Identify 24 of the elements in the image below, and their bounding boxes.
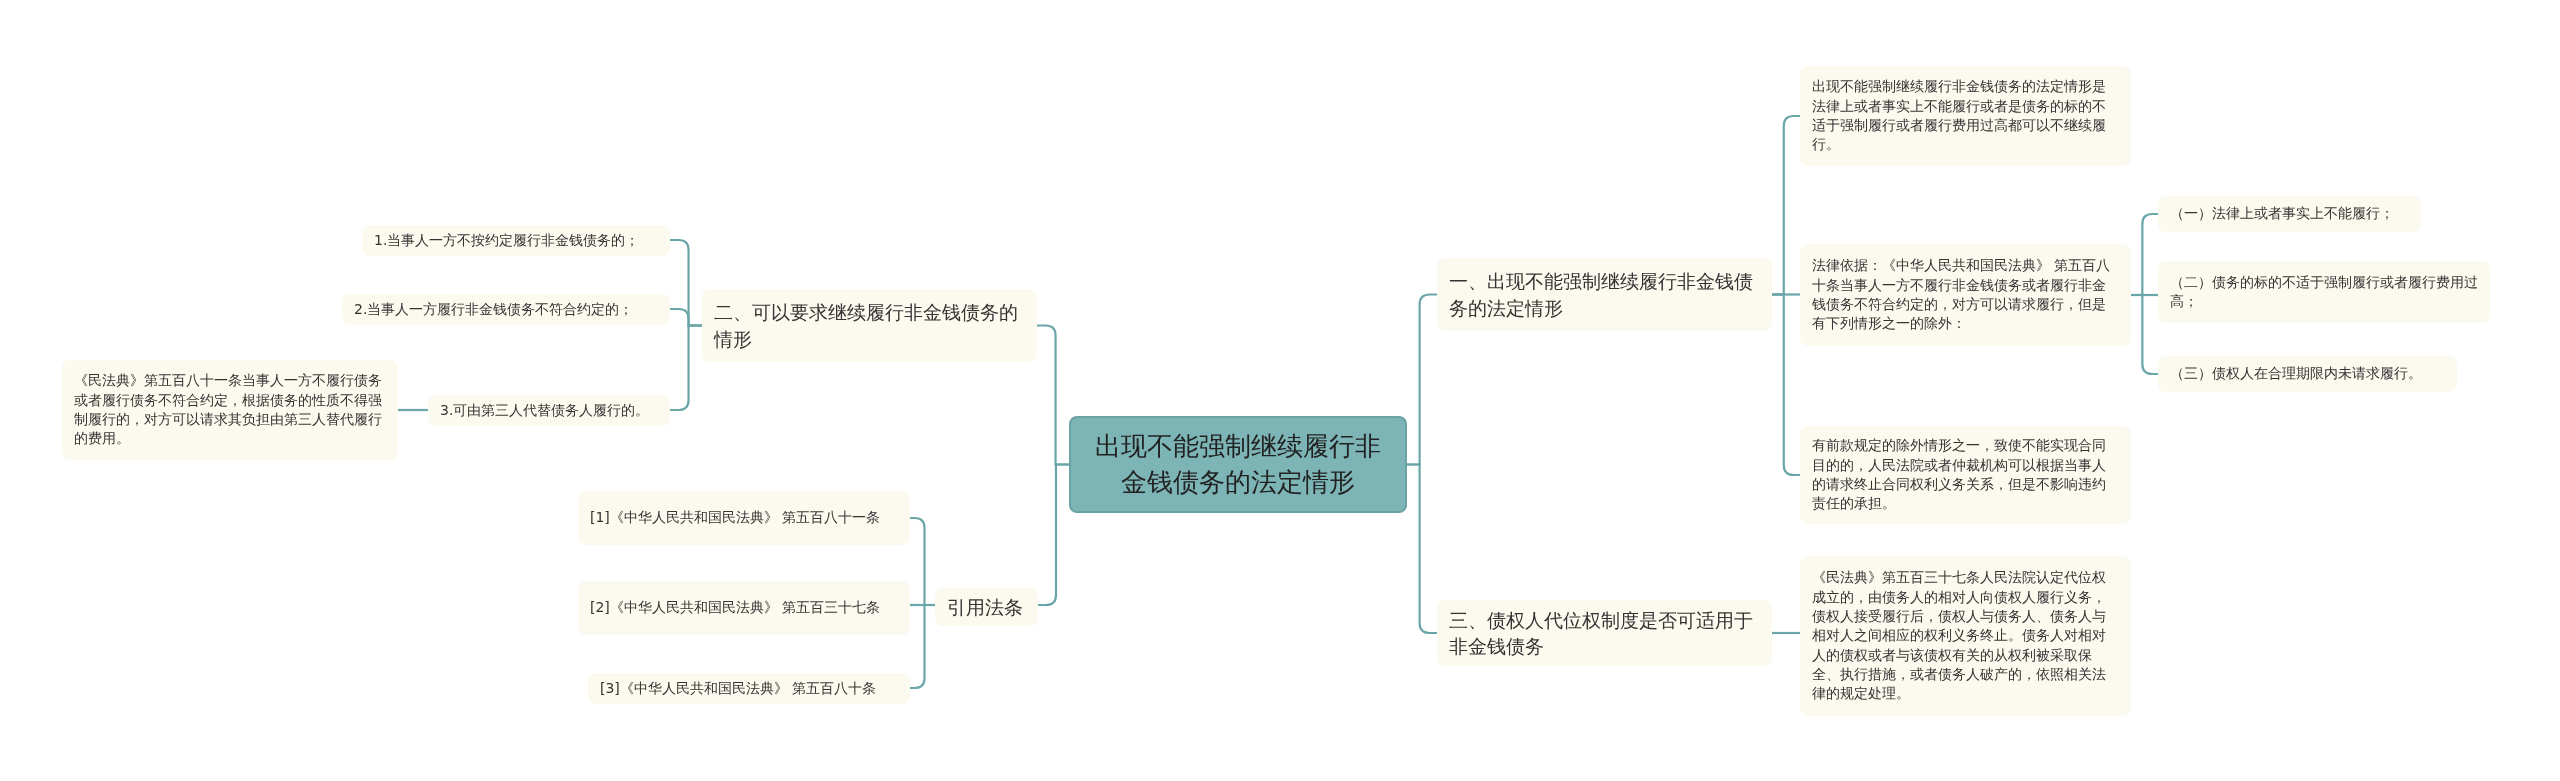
topic-box: 二、可以要求继续履行非金钱债务的情形 [702,289,1037,362]
note-box: [3]《中华人民共和国民法典》 第五百八十条 [588,673,910,705]
connector-line [398,408,428,412]
note-box: 法律依据：《中华人民共和国民法典》 第五百八十条当事人一方不履行非金钱债务或者履行非金钱债务不符合约定的，对方可以请求履行，但是有下列情形之一的除外： [1800,244,2131,346]
note-box: 《民法典》第五百八十一条当事人一方不履行债务或者履行债务不符合约定，根据债务的性质不得强制履行的，对方可以请求其负担由第三人替代履行的费用。 [62,360,398,460]
topic-box: 一、出现不能强制继续履行非金钱债务的法定情形 [1437,258,1772,331]
topic-box: 三、债权人代位权制度是否可适用于非金钱债务 [1437,600,1772,666]
note-box: 有前款规定的除外情形之一，致使不能实现合同目的的，人民法院或者仲裁机构可以根据当事人的请求终止合同权利义务关系，但是不影响违约责任的承担。 [1800,426,2131,524]
connector-line [670,324,702,412]
note-box: （二）债务的标的不适于强制履行或者履行费用过高； [2158,261,2490,323]
topic-box: 引用法条 [935,588,1038,627]
connector-line [1772,631,1800,635]
connector-line [1038,463,1069,607]
note-box: [2]《中华人民共和国民法典》 第五百三十七条 [578,581,910,635]
note-box: [1]《中华人民共和国民法典》 第五百八十一条 [578,491,910,545]
note-box: （一）法律上或者事实上不能履行； [2158,196,2421,232]
central-topic: 出现不能强制继续履行非金钱债务的法定情形 [1069,416,1407,513]
note-box: （三）债权人在合理期限内未请求履行。 [2158,356,2457,392]
note-box: 1.当事人一方不按约定履行非金钱债务的； [362,225,670,257]
note-box: 《民法典》第五百三十七条人民法院认定代位权成立的，由债务人的相对人向债权人履行义务，债权人接受履行后，债权人与债务人、债务人与相对人之间相应的权利义务终止。债务人对相对人的债权或者与该债权有关的从权利被采取保全、执行措施，或者债务人破产的，依照相关法律的规定处理。 [1800,556,2131,716]
note-box: 出现不能强制继续履行非金钱债务的法定情形是法律上或者事实上不能履行或者是债务的标的不适于强制履行或者履行费用过高都可以不继续履行。 [1800,66,2131,166]
connector-line [1407,463,1437,635]
note-box: 3.可由第三人代替债务人履行的。 [428,395,670,427]
note-box: 2.当事人一方履行非金钱债务不符合约定的； [342,294,670,326]
